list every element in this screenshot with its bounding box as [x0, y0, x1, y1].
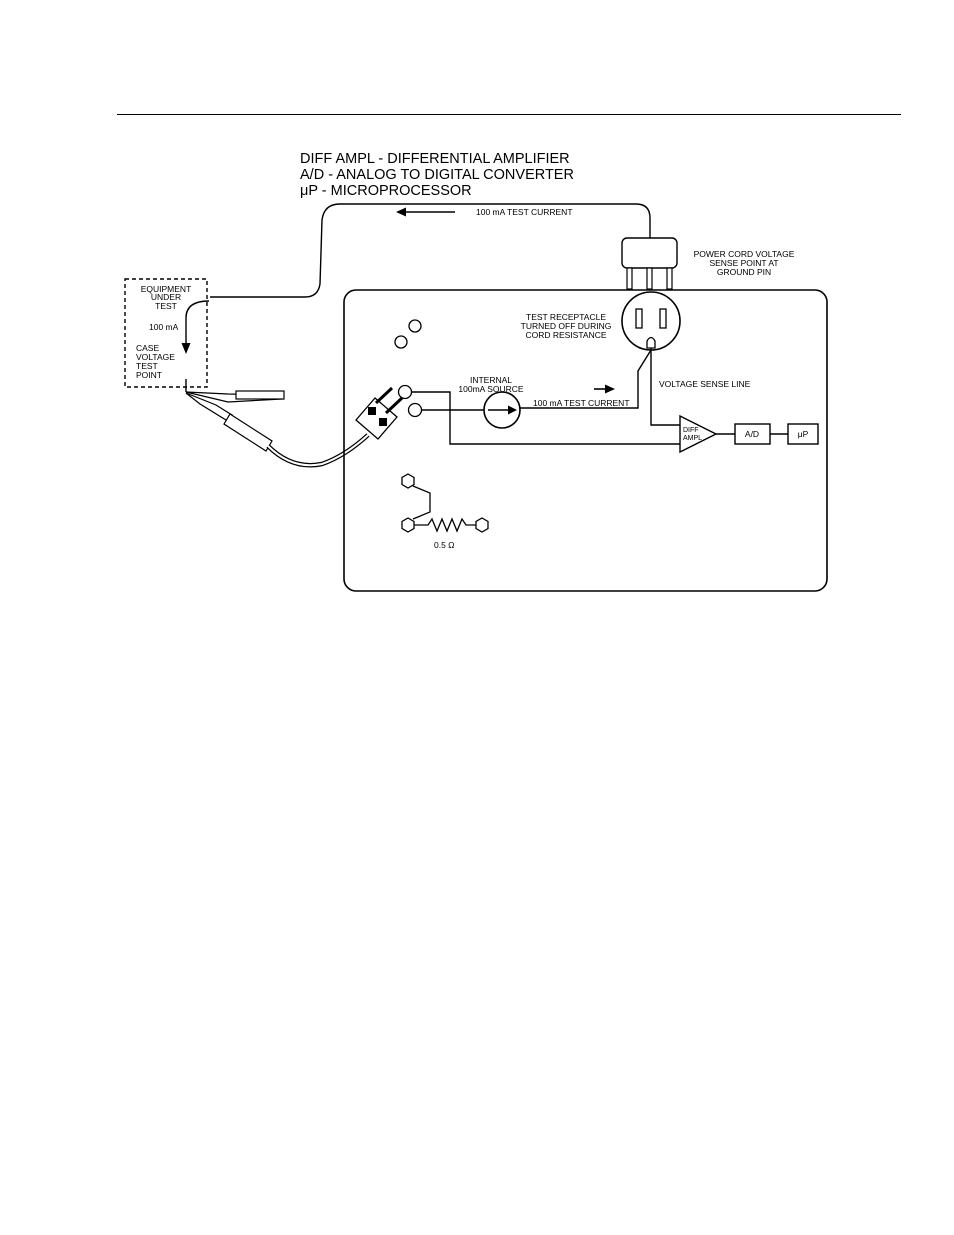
legend-line-diff-ampl: DIFF AMPL - DIFFERENTIAL AMPLIFIER [300, 151, 570, 167]
receptacle-slot-right [659, 308, 667, 329]
ground-current-path [520, 349, 652, 409]
test-current-top-label: 100 mA TEST CURRENT [476, 207, 573, 217]
plug-ground-pin [646, 267, 653, 290]
power-plug [621, 237, 678, 269]
equipment-under-test-box [124, 278, 208, 388]
diff-amp-label-2: AMPL [683, 435, 702, 442]
source-label-1: INTERNAL [470, 375, 512, 385]
resistor-label: 0.5 Ω [434, 540, 455, 550]
banana-plug [355, 386, 404, 440]
receptacle-label-3: CORD RESISTANCE [525, 330, 606, 340]
current-arrow-inner-head [605, 384, 615, 394]
plug-prong-left [626, 267, 633, 290]
source-label-2: 100mA SOURCE [458, 384, 524, 394]
power-cord-label-2: SENSE POINT AT [709, 258, 778, 268]
diff-amplifier [679, 414, 718, 454]
sense-wire-to-amp [411, 391, 680, 445]
case-label-4: POINT [136, 370, 162, 380]
test-lead-inner [267, 434, 369, 467]
test-lead-outer [266, 433, 370, 468]
header-rule [117, 114, 901, 115]
jumper-wire [412, 485, 431, 520]
receptacle-ground-hole [646, 336, 656, 349]
power-cord-label-3: GROUND PIN [717, 267, 771, 277]
case-label-2: VOLTAGE [136, 352, 175, 362]
banana-jack-top [397, 384, 413, 400]
legend-line-up: μP - MICROPROCESSOR [300, 183, 472, 199]
panel-hole-2 [394, 335, 408, 349]
up-label: μP [798, 429, 809, 439]
microprocessor [787, 423, 819, 445]
receptacle-slot-left [635, 308, 643, 329]
voltage-sense-line [650, 348, 680, 426]
case-label-1: CASE [136, 343, 159, 353]
alligator-clip-boot [223, 413, 273, 452]
panel-hole-1 [408, 319, 422, 333]
eut-label-2: UNDER [151, 292, 181, 302]
ad-label: A/D [745, 429, 759, 439]
power-cord-wire [210, 203, 651, 298]
eut-current-arrowhead [181, 343, 191, 354]
terminal-hex-left [401, 517, 415, 533]
legend-line-ad: A/D - ANALOG TO DIGITAL CONVERTER [300, 167, 574, 183]
voltage-sense-label: VOLTAGE SENSE LINE [659, 379, 751, 389]
current-arrow-top-head [396, 207, 406, 217]
eut-label-3: TEST [155, 301, 177, 311]
eut-current-path [185, 300, 210, 346]
diff-amp-label-1: DIFF [683, 427, 699, 434]
case-label-3: TEST [136, 361, 158, 371]
alligator-clip-handle [235, 390, 285, 400]
eut-current-label: 100 mA [149, 322, 179, 332]
receptacle-label-1: TEST RECEPTACLE [526, 312, 606, 322]
terminal-hex-right [475, 517, 489, 533]
power-cord-label-1: POWER CORD VOLTAGE [694, 249, 795, 259]
receptacle-label-2: TURNED OFF DURING [521, 321, 612, 331]
source-arrowhead [508, 405, 517, 415]
plug-prong-right [666, 267, 673, 290]
banana-jack-bottom [407, 402, 423, 418]
test-current-inner-label: 100 mA TEST CURRENT [533, 398, 630, 408]
instrument-enclosure [343, 289, 828, 592]
resistor [414, 517, 476, 533]
eut-label-1: EQUIPMENT [141, 284, 192, 294]
terminal-hex-top [401, 473, 415, 489]
